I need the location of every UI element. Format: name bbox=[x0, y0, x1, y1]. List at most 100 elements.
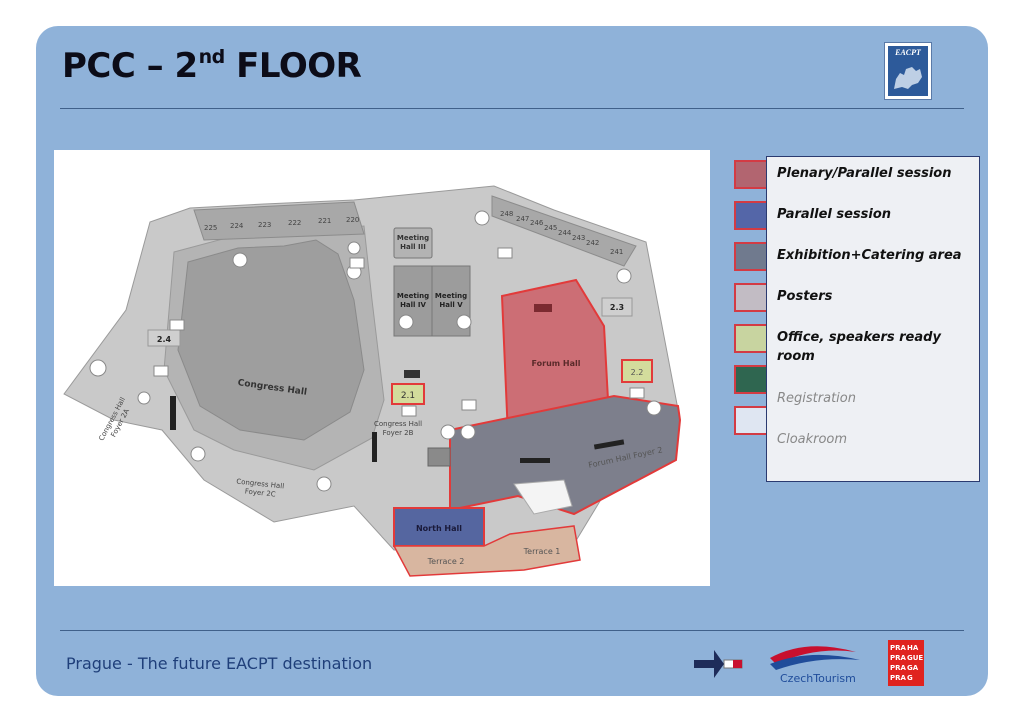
elevator-icon bbox=[404, 370, 420, 378]
wheelchair-icon bbox=[137, 391, 151, 405]
legend-swatch-cloakroom bbox=[734, 406, 768, 435]
svg-text:Hall IV: Hall IV bbox=[400, 301, 426, 309]
restroom-icon bbox=[461, 399, 477, 411]
rooms-strip-right bbox=[491, 195, 637, 267]
corridor-white bbox=[513, 479, 573, 515]
eacpt-logo: EACPT bbox=[884, 42, 932, 100]
legend-box: Plenary/Parallel session Parallel sessio… bbox=[766, 156, 980, 482]
floor-plan-map: 225 224 223 222 221 220 248 247 246 245 … bbox=[54, 150, 710, 586]
page-title: PCC – 2nd FLOOR bbox=[62, 46, 362, 86]
slide: PCC – 2nd FLOOR EACPT 225 224 223 222 22… bbox=[36, 26, 988, 696]
svg-text:GA: GA bbox=[907, 664, 919, 672]
svg-text:Congress Hall: Congress Hall bbox=[374, 420, 422, 428]
floor-plan-svg: 225 224 223 222 221 220 248 247 246 245 … bbox=[63, 185, 682, 577]
congress-hall-inner bbox=[177, 239, 365, 441]
wheelchair-icon bbox=[347, 241, 361, 255]
legend-item-cloakroom: Cloakroom bbox=[777, 432, 848, 447]
room-label: 248 bbox=[500, 210, 513, 218]
svg-text:PRA: PRA bbox=[890, 674, 907, 682]
legend-swatch-posters bbox=[734, 283, 768, 312]
escalator-icon bbox=[89, 359, 107, 377]
facility-icons bbox=[89, 210, 662, 492]
svg-text:G: G bbox=[907, 674, 913, 682]
svg-text:Meeting: Meeting bbox=[397, 234, 429, 242]
room-2-3 bbox=[601, 297, 633, 317]
escalator-icon bbox=[398, 314, 414, 330]
restroom-icon bbox=[497, 247, 513, 259]
escalator-icon bbox=[456, 314, 472, 330]
room-2-4 bbox=[147, 329, 181, 347]
svg-text:PRA: PRA bbox=[890, 664, 907, 672]
room-2-2 bbox=[621, 359, 653, 383]
europe-map-icon bbox=[894, 67, 922, 89]
north-hall bbox=[393, 507, 485, 547]
meeting-hall-3 bbox=[393, 227, 433, 259]
svg-text:2.3: 2.3 bbox=[610, 303, 624, 312]
svg-text:2.2: 2.2 bbox=[631, 368, 644, 377]
room-label: 220 bbox=[346, 216, 359, 224]
footer-text: Prague - The future EACPT destination bbox=[66, 654, 373, 673]
legend-item-office: Office, speakers ready room bbox=[777, 330, 941, 364]
room-label: 224 bbox=[230, 222, 244, 230]
restroom-icon bbox=[629, 387, 645, 399]
legend-swatch-parallel bbox=[734, 201, 768, 230]
svg-text:Meeting: Meeting bbox=[397, 292, 429, 300]
legend-swatch-exhibition bbox=[734, 242, 768, 271]
svg-text:2.4: 2.4 bbox=[157, 335, 172, 344]
footer-divider bbox=[60, 630, 964, 631]
stairs-icon bbox=[520, 458, 550, 463]
room-label: 225 bbox=[204, 224, 217, 232]
svg-text:PRA: PRA bbox=[890, 644, 907, 652]
svg-text:North Hall: North Hall bbox=[416, 524, 462, 533]
legend-item-exhibition: Exhibition+Catering area bbox=[777, 248, 962, 263]
svg-text:Foyer 2B: Foyer 2B bbox=[383, 429, 414, 437]
escalator-icon bbox=[440, 424, 456, 440]
stairs-icon bbox=[372, 432, 377, 462]
czechtourism-logo: CzechTourism bbox=[770, 646, 860, 685]
svg-text:Terrace 1: Terrace 1 bbox=[523, 547, 561, 556]
svg-text:Forum Hall: Forum Hall bbox=[532, 359, 581, 368]
escalator-icon bbox=[616, 268, 632, 284]
svg-text:Meeting: Meeting bbox=[435, 292, 467, 300]
room-label: 244 bbox=[558, 229, 572, 237]
svg-text:Terrace 2: Terrace 2 bbox=[427, 557, 465, 566]
restroom-icon bbox=[153, 365, 169, 377]
escalator-icon bbox=[460, 424, 476, 440]
czech-presidency-logo bbox=[694, 650, 743, 678]
svg-text:Foyer 2C: Foyer 2C bbox=[244, 487, 276, 498]
room-label: 245 bbox=[544, 224, 557, 232]
forum-stage bbox=[534, 304, 552, 312]
legend-swatch-registration bbox=[734, 365, 768, 394]
rooms-strip-left bbox=[193, 201, 365, 241]
restroom-icon bbox=[401, 405, 417, 417]
room-label: 242 bbox=[586, 239, 599, 247]
room-label: 246 bbox=[530, 219, 544, 227]
legend-item-parallel: Parallel session bbox=[777, 207, 892, 222]
prague-logo: PRA HA PRA GUE PRA GA PRA G bbox=[888, 640, 924, 686]
foyer-room bbox=[427, 447, 451, 467]
svg-text:GUE: GUE bbox=[907, 654, 923, 662]
svg-text:2.1: 2.1 bbox=[401, 391, 415, 401]
stairs-icon bbox=[170, 396, 176, 430]
restroom-icon bbox=[349, 257, 365, 269]
legend-item-plenary: Plenary/Parallel session bbox=[777, 166, 952, 181]
escalator-icon bbox=[316, 476, 332, 492]
escalator-icon bbox=[646, 400, 662, 416]
legend-item-posters: Posters bbox=[777, 289, 833, 304]
legend-swatch-office bbox=[734, 324, 768, 353]
room-label: 241 bbox=[610, 248, 623, 256]
room-label: 221 bbox=[318, 217, 331, 225]
legend-swatch-plenary bbox=[734, 160, 768, 189]
room-label: 223 bbox=[258, 221, 271, 229]
room-label: 222 bbox=[288, 219, 301, 227]
svg-text:Hall III: Hall III bbox=[400, 243, 426, 251]
escalator-icon bbox=[232, 252, 248, 268]
svg-text:CzechTourism: CzechTourism bbox=[780, 672, 856, 685]
title-divider bbox=[60, 108, 964, 109]
room-label: 247 bbox=[516, 215, 529, 223]
terraces bbox=[392, 525, 581, 577]
room-2-1 bbox=[391, 383, 425, 405]
stairs-icon bbox=[593, 439, 625, 450]
svg-text:Hall V: Hall V bbox=[439, 301, 463, 309]
escalator-icon bbox=[190, 446, 206, 462]
